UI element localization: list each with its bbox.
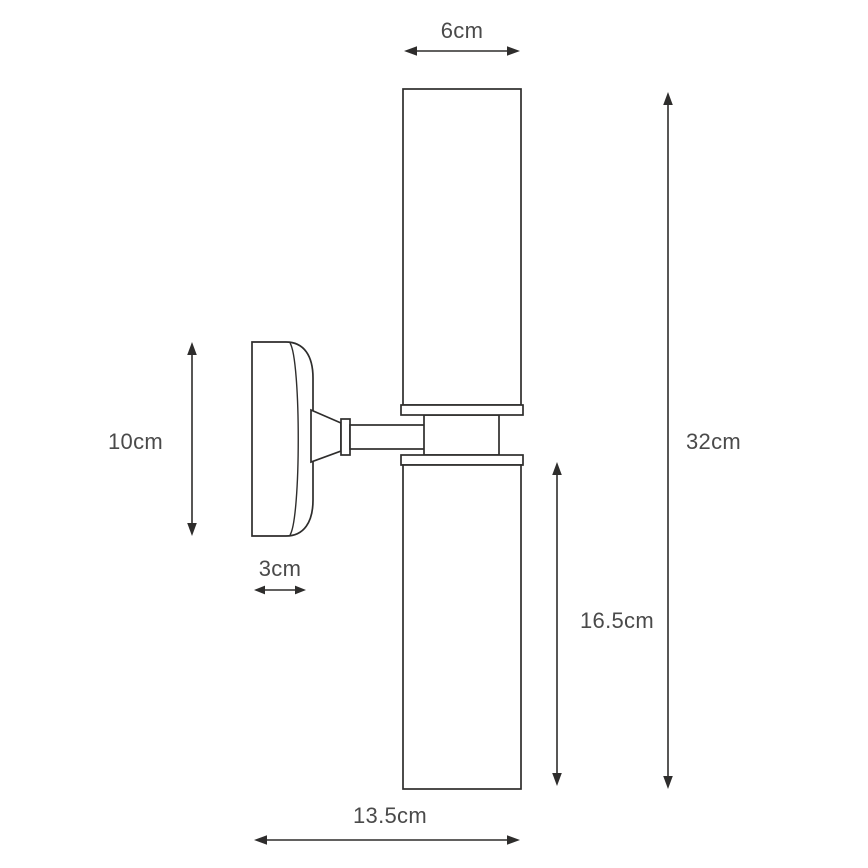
dim-label-overall-depth: 13.5cm [353, 803, 427, 828]
center-hub [423, 414, 500, 456]
lower-shade-body [402, 464, 522, 790]
dimension-overall-height: 32cm [663, 92, 741, 789]
wall-backplate [251, 341, 314, 537]
lower-shade-cap [400, 454, 524, 466]
dimension-lower-shade-height: 16.5cm [552, 462, 654, 786]
upper-shade-cap [400, 404, 524, 416]
dimension-backplate-depth: 3cm [254, 556, 306, 595]
dimension-top-width: 6cm [404, 18, 520, 56]
backplate-rim-line [289, 342, 299, 536]
dimension-overall-depth: 13.5cm [254, 803, 520, 845]
arrow-up-icon [187, 342, 197, 355]
arrow-right-icon [295, 585, 306, 595]
arm-tube [349, 424, 426, 450]
mounting-arm [310, 408, 426, 464]
dim-label-lower-shade-height: 16.5cm [580, 608, 654, 633]
lower-shade [400, 454, 524, 790]
upper-shade [400, 88, 524, 416]
arrow-left-icon [254, 835, 267, 845]
dim-label-backplate-depth: 3cm [259, 556, 301, 581]
arrow-right-icon [507, 46, 520, 56]
arrow-up-icon [552, 462, 562, 475]
dim-label-top-width: 6cm [441, 18, 483, 43]
dim-label-overall-height: 32cm [686, 429, 741, 454]
arm-cone [310, 408, 342, 464]
arrow-right-icon [507, 835, 520, 845]
dim-label-backplate-height: 10cm [108, 429, 163, 454]
backplate-silhouette [251, 341, 314, 537]
arrow-down-icon [663, 776, 673, 789]
arm-collar [340, 418, 351, 456]
arrow-left-icon [404, 46, 417, 56]
arrow-left-icon [254, 585, 265, 595]
arrow-down-icon [552, 773, 562, 786]
arrow-up-icon [663, 92, 673, 105]
dimension-backplate-height: 10cm [108, 342, 197, 536]
upper-shade-body [402, 88, 522, 406]
arrow-down-icon [187, 523, 197, 536]
